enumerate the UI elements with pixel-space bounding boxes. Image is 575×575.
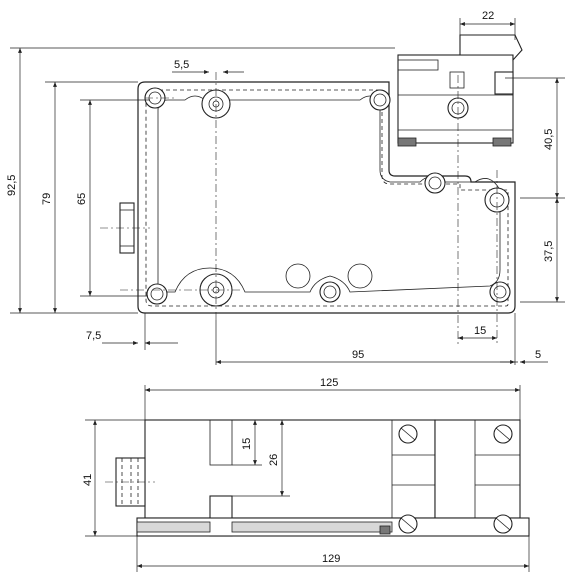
- dim-5: 5: [535, 349, 541, 361]
- gasket-groove: [145, 89, 509, 307]
- dim-65: 65: [76, 193, 88, 205]
- side-body: [144, 419, 436, 519]
- top-view: 22 92,5 79 65 5,5 40,5 37,5 7,5 15 95 5: [6, 10, 565, 365]
- dim-37-5: 37,5: [543, 241, 555, 262]
- dim-92-5: 92,5: [6, 175, 18, 196]
- dim-41: 41: [82, 474, 94, 486]
- dim-125: 125: [320, 377, 338, 389]
- dim-79: 79: [41, 193, 53, 205]
- side-dimension-lines: [93, 388, 529, 568]
- cable-gland: [100, 202, 150, 254]
- side-cable-gland: [105, 457, 155, 507]
- dim-22: 22: [482, 10, 494, 22]
- centre-lines: [120, 72, 498, 345]
- dim-15-top: 15: [474, 325, 486, 337]
- dim-40-5: 40,5: [543, 129, 555, 150]
- dimension-lines: [18, 22, 559, 364]
- dim-95: 95: [352, 349, 364, 361]
- housing-outline: [137, 81, 516, 314]
- dim-129: 129: [322, 553, 340, 565]
- switch-module: [397, 34, 523, 147]
- dim-26: 26: [268, 454, 280, 466]
- dim-5-5: 5,5: [174, 59, 189, 71]
- side-screws: [379, 424, 513, 535]
- dim-15-side: 15: [241, 438, 253, 450]
- dim-7-5: 7,5: [86, 330, 101, 342]
- side-view: 125 41 15 26 129: [82, 377, 530, 572]
